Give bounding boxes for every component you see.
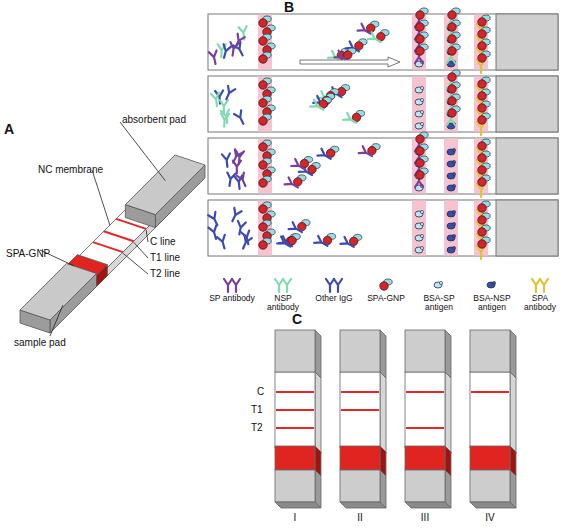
part-name: absorbent pad	[122, 114, 186, 125]
legend-text: BSA-SP antigen	[416, 294, 462, 313]
panel-letter: B	[284, 0, 294, 15]
legend-item: NSP antibody	[260, 274, 306, 313]
leader-line	[92, 170, 110, 225]
legend-text: SPA antibody	[517, 294, 563, 313]
line-name: T2 line	[150, 268, 180, 279]
legend-item: Other IgG	[311, 274, 357, 303]
flow-strips	[208, 8, 558, 259]
strip-number: IV	[485, 512, 494, 523]
leader-line	[146, 230, 148, 242]
panel-letter: C	[292, 312, 302, 327]
strip-number: III	[421, 512, 429, 523]
legend-item: SPA antibody	[517, 274, 563, 313]
legend-item: SP antibody	[209, 274, 255, 303]
line-name: T1 line	[150, 252, 180, 263]
legend-symbol	[319, 274, 349, 294]
legend-item: BSA-SP antigen	[416, 274, 462, 313]
leader-line	[123, 253, 148, 274]
legend-symbol	[477, 274, 507, 294]
legend-symbol	[217, 274, 247, 294]
flow-arrow	[300, 57, 400, 67]
strip-number: II	[357, 512, 363, 523]
strip-number: I	[294, 512, 297, 523]
result-strips	[275, 330, 516, 508]
leader-line	[50, 305, 63, 336]
leader-line	[120, 122, 165, 181]
legend-text: SP antibody	[209, 294, 255, 303]
strip-perspective	[20, 122, 205, 336]
legend-symbol	[268, 274, 298, 294]
legend-text: Other IgG	[311, 294, 357, 303]
legend-item: BSA-NSP antigen	[469, 274, 515, 313]
line-name: T1	[251, 404, 263, 415]
part-name: sample pad	[14, 337, 66, 348]
legend-text: SPA-GNP	[363, 294, 409, 303]
line-name: C	[257, 386, 264, 397]
legend-symbol	[424, 274, 454, 294]
legend-symbol	[525, 274, 555, 294]
legend-item: SPA-GNP	[363, 274, 409, 303]
part-name: NC membrane	[38, 164, 103, 175]
part-name: SPA-GNP	[6, 248, 50, 259]
legend-text: BSA-NSP antigen	[469, 294, 515, 313]
line-name: T2	[251, 422, 263, 433]
legend-symbol	[371, 274, 401, 294]
panel-letter: A	[4, 122, 14, 137]
line-name: C line	[150, 236, 176, 247]
legend-text: NSP antibody	[260, 294, 306, 313]
leader-line	[134, 242, 148, 258]
